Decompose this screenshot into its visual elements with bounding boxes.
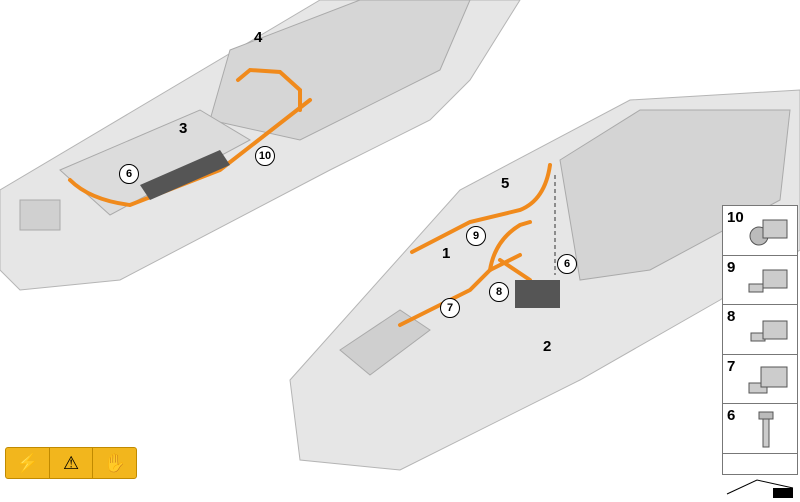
callout-4: 4 — [254, 29, 262, 46]
callout-6-lower: 6 — [557, 254, 577, 274]
callout-9: 9 — [466, 226, 486, 246]
high-voltage-warning-label: ⚡ ⚠ ✋ — [5, 447, 137, 479]
cable-clip-round-icon — [745, 212, 793, 250]
cable-clip-open-icon — [745, 311, 793, 349]
parts-set-icon — [723, 460, 799, 500]
read-manual-icon: ⚠ — [50, 448, 94, 478]
callout-3: 3 — [179, 120, 187, 137]
legend-item-10[interactable]: 10 — [723, 206, 797, 256]
callout-7: 7 — [440, 298, 460, 318]
no-touch-icon: ✋ — [93, 448, 136, 478]
legend-item-9[interactable]: 9 — [723, 256, 797, 306]
callout-2: 2 — [543, 338, 551, 355]
legend-item-6[interactable]: 6 — [723, 404, 797, 454]
callout-10: 10 — [255, 146, 275, 166]
high-voltage-icon: ⚡ — [6, 448, 50, 478]
legend-item-set[interactable] — [723, 454, 797, 502]
bolt-icon — [745, 410, 793, 450]
callout-5: 5 — [501, 175, 509, 192]
battery-assembly-illustration — [0, 0, 800, 473]
cable-clip-bracket-icon — [745, 361, 793, 399]
legend-item-8[interactable]: 8 — [723, 305, 797, 355]
cable-clip-tab-icon — [745, 262, 793, 300]
callout-8: 8 — [489, 282, 509, 302]
legend-item-7[interactable]: 7 — [723, 355, 797, 405]
callout-6-upper: 6 — [119, 164, 139, 184]
parts-legend: 10 9 8 7 6 — [722, 205, 798, 475]
callout-1: 1 — [442, 245, 450, 262]
